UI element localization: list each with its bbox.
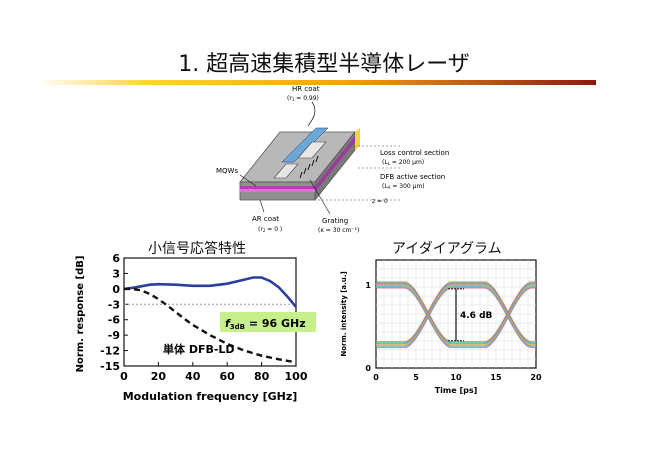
mqw-layer bbox=[240, 186, 315, 189]
series-integrated-laser bbox=[123, 276, 297, 308]
x-tick-label: 0 bbox=[120, 370, 128, 383]
eye-trace bbox=[376, 286, 536, 348]
mqw-layer-side bbox=[315, 136, 355, 192]
eye-trace bbox=[376, 284, 536, 346]
y-tick-label: -12 bbox=[100, 345, 120, 358]
eye-trace bbox=[376, 283, 536, 345]
grating-pointer bbox=[309, 179, 331, 215]
left-chart-title: 小信号応答特性 bbox=[148, 241, 246, 257]
hr-coat-pointer bbox=[307, 101, 316, 127]
active-layer bbox=[240, 189, 315, 192]
eye-trace bbox=[376, 286, 536, 348]
eye-trace bbox=[376, 283, 536, 345]
loss-section-label: Loss control section bbox=[380, 149, 449, 157]
dfb-section-label: DFB active section bbox=[380, 173, 445, 181]
x-tick-label: 60 bbox=[220, 370, 236, 383]
ar-coat-label: AR coat bbox=[252, 215, 279, 223]
eye-trace bbox=[376, 285, 536, 347]
eye-diagram-chart: 0 5 10 15 20 0 1 4.6 dB Time [ps] Norm. intens… bbox=[340, 259, 542, 395]
electrode-1 bbox=[297, 141, 327, 159]
y-tick-label: -3 bbox=[108, 298, 120, 311]
right-chart-title: アイダイアグラム bbox=[392, 241, 502, 257]
eye-trace bbox=[376, 281, 536, 343]
hr-coat-facet bbox=[355, 128, 360, 150]
eye-trace bbox=[376, 284, 536, 346]
frequency-response-chart: 0 20 40 60 80 100 6 3 0 -3 -6 -9 -12 -15 f3dB = 96 GH… bbox=[100, 252, 316, 403]
grating-label: Grating bbox=[322, 217, 348, 225]
eye-trace bbox=[376, 282, 536, 344]
svg-text:f3dB = 96 GHz: f3dB = 96 GHz bbox=[225, 317, 306, 331]
x-tick-label: 40 bbox=[185, 370, 201, 383]
x-tick-label: 0 bbox=[373, 373, 379, 382]
eye-trace bbox=[376, 285, 536, 347]
title-divider bbox=[36, 80, 596, 85]
f3db-annotation: f3dB = 96 GHz bbox=[220, 312, 316, 332]
x-tick-label: 20 bbox=[151, 370, 167, 383]
x-axis-label: Modulation frequency [GHz] bbox=[123, 390, 298, 403]
x-axis-label: Time [ps] bbox=[435, 386, 478, 395]
f3db-annotation-box bbox=[220, 312, 316, 332]
y-axis-label: Norm. response [dB] bbox=[75, 256, 86, 373]
x-tick-label: 15 bbox=[490, 373, 502, 382]
eye-trace bbox=[376, 287, 536, 349]
eye-trace bbox=[376, 282, 536, 344]
svg-text:(LL = 200 μm): (LL = 200 μm) bbox=[382, 159, 424, 166]
y-tick-label: 0 bbox=[365, 364, 371, 373]
svg-text:(r2 = 0 ): (r2 = 0 ) bbox=[258, 226, 282, 233]
ridge-waveguide bbox=[281, 127, 329, 163]
series-dfb-ld bbox=[124, 287, 297, 364]
y-tick-label: 0 bbox=[112, 283, 120, 296]
section-guides bbox=[318, 145, 400, 201]
x-tick-label: 80 bbox=[254, 370, 270, 383]
y-axis-label-container: Norm. response [dB] bbox=[75, 256, 86, 373]
x-tick-label: 10 bbox=[450, 373, 462, 382]
y-tick-label: 6 bbox=[112, 252, 120, 265]
svg-text:(LA = 300 μm): (LA = 300 μm) bbox=[382, 183, 425, 190]
z0-label: z = 0 bbox=[372, 198, 388, 205]
x-tick-label: 100 bbox=[285, 370, 308, 383]
eye-trace bbox=[376, 287, 536, 349]
dfb-ld-series-label: 単体 DFB-LD bbox=[163, 342, 235, 356]
y-tick-label: 3 bbox=[112, 267, 120, 280]
x-tick-label: 5 bbox=[413, 373, 419, 382]
hr-coat-label: HR coat bbox=[292, 85, 320, 93]
ar-coat-pointer bbox=[259, 199, 265, 213]
y-axis-label: Norm. intensity [a.u.] bbox=[340, 271, 348, 356]
x-tick-label: 20 bbox=[530, 373, 542, 382]
electrode-2 bbox=[273, 163, 299, 179]
eye-opening-marker: 4.6 dB bbox=[455, 288, 493, 341]
svg-text:(r1 = 0.99): (r1 = 0.99) bbox=[287, 95, 319, 102]
mqws-label: MQWs bbox=[216, 167, 238, 175]
eye-trace bbox=[376, 281, 536, 343]
grating-teeth bbox=[299, 155, 319, 179]
y-tick-label: -15 bbox=[100, 360, 120, 373]
eye-opening-label: 4.6 dB bbox=[460, 311, 493, 321]
y-tick-label: 1 bbox=[365, 281, 371, 290]
grating-param: (κ = 30 cm⁻¹) bbox=[318, 227, 359, 234]
slide-title: 1. 超高速集積型半導体レーザ bbox=[178, 52, 470, 77]
y-tick-label: -6 bbox=[108, 314, 121, 327]
laser-structure-diagram: HR coat (r1 = 0.99) Loss control section… bbox=[216, 85, 449, 234]
y-tick-label: -9 bbox=[108, 329, 120, 342]
mqws-pointer bbox=[239, 174, 257, 187]
